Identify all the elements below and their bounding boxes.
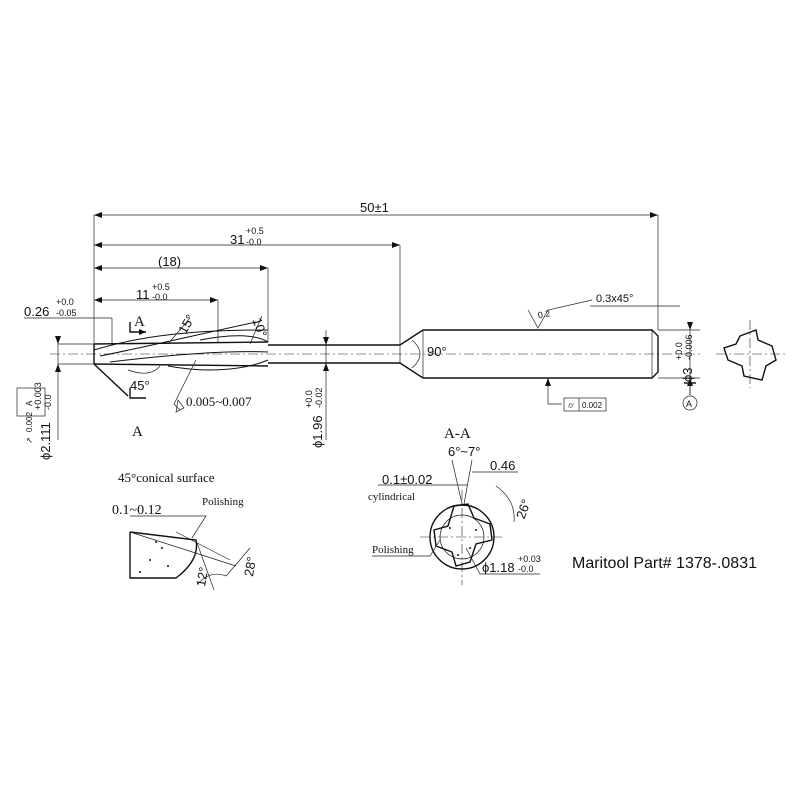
rake-angle-label: 6°~7° [448, 444, 480, 459]
cylindrical-label: cylindrical [368, 491, 415, 503]
section-polishing-label: Polishing [372, 544, 414, 556]
tip-diameter-lower: -0.0 [43, 394, 53, 410]
labels: 50±1 31 +0.5 -0.0 (18) 11 +0.5 -0.0 0.26… [24, 200, 757, 588]
section-mark-top: A [134, 314, 145, 330]
conical-detail-title: 45°conical surface [118, 470, 215, 485]
clearance-arc [495, 485, 515, 523]
transition-angle-arc [411, 339, 421, 369]
transition-angle-label: 90° [427, 344, 447, 359]
reduced-length-label: 11 [136, 287, 150, 302]
conical-detail-lines [129, 531, 237, 591]
tip-offset-upper: +0.0 [56, 297, 74, 307]
roughness-symbol [527, 299, 593, 329]
polishing-leader [180, 515, 207, 539]
neck-diameter-label: ϕ1.96 [310, 415, 325, 448]
section-mark-bottom: A [132, 424, 143, 440]
tool-outline [50, 321, 700, 397]
reference-length-label: (18) [158, 254, 181, 269]
shank-diameter-label: ϕ3 [680, 367, 695, 382]
rake-angle-lines [451, 459, 473, 505]
flute-helix-5 [199, 335, 269, 343]
shank-diameter-lower: -0.006 [684, 334, 694, 360]
cylindricity-symbol-icon: ⌭ [568, 401, 574, 410]
datum-a-circle [682, 395, 698, 411]
flute-length-label: 31 [230, 232, 244, 247]
end-view [716, 320, 786, 388]
reduced-length-upper: +0.5 [152, 282, 170, 292]
neck-diameter-lower: -0.02 [314, 387, 324, 408]
tip-offset-label: 0.26 [24, 304, 49, 319]
roughness-value: 0.2 [537, 308, 551, 320]
dimension-lines [16, 212, 700, 440]
tip-offset-lower: -0.05 [56, 308, 77, 318]
neck-diameter-upper: +0.0 [304, 390, 314, 408]
clearance-angle-label: 26° [513, 497, 534, 521]
conical-polishing-label: Polishing [202, 496, 244, 508]
cylindricity-frame [563, 397, 607, 412]
section-title: A-A [444, 426, 471, 442]
neck-outline [268, 344, 400, 364]
transition-cone [399, 329, 424, 379]
runout-symbol-icon: ↗ [25, 437, 34, 444]
flute-length-upper: +0.5 [246, 226, 264, 236]
tip-diameter-label: ϕ2.111 [38, 422, 53, 460]
clearance-leader [173, 359, 197, 411]
flute-outline [93, 341, 269, 367]
end-view-profile [723, 329, 777, 381]
point-angle-label: 45° [130, 378, 150, 393]
flute-helix-1 [93, 329, 269, 351]
conical-angle-28: 28° [241, 555, 259, 577]
section-polishing-leader [372, 539, 441, 557]
cylindricity-leader [547, 378, 562, 405]
datum-a-label: A [686, 399, 692, 409]
runout-datum: A [25, 400, 34, 406]
helix-10-label: 10° [249, 316, 270, 340]
core-diameter-upper: +0.03 [518, 554, 541, 564]
core-diameter-leader [465, 547, 540, 575]
flute-helix-3 [109, 351, 269, 363]
section-aa [372, 459, 540, 585]
conical-width-label: 0.1~0.12 [112, 503, 162, 518]
conical-detail [129, 515, 251, 591]
shank-outline [423, 329, 659, 379]
core-diameter-label: ϕ1.18 [482, 560, 515, 575]
overall-length-label: 50±1 [360, 200, 389, 215]
point-angle-arc [127, 365, 161, 374]
tip-diameter-upper: +0.003 [33, 382, 43, 410]
margin-label: 0.1±0.02 [382, 472, 433, 487]
reduced-length-lower: -0.0 [152, 292, 168, 302]
flute-helix-2 [99, 321, 257, 357]
margin-dim-lines [378, 471, 518, 486]
conical-detail-arcs [197, 547, 251, 585]
shank-diameter-upper: +0.0 [674, 342, 684, 360]
flute-profile [433, 503, 493, 567]
runout-value: 0.002 [25, 411, 34, 432]
runout-frame [16, 387, 46, 417]
part-number-label: Maritool Part# 1378-.0831 [572, 555, 757, 572]
tip-cone [93, 363, 129, 397]
clearance-note: 0.005~0.007 [186, 394, 252, 409]
conical-angle-12: 12° [193, 566, 211, 588]
flute-helix-4 [167, 359, 269, 371]
flute-length-lower: -0.0 [246, 237, 262, 247]
chamfer-label: 0.3x45° [596, 293, 633, 305]
core-diameter-lower: -0.0 [518, 564, 534, 574]
helix-angle-leaders [167, 315, 263, 345]
land-width-label: 0.46 [490, 458, 515, 473]
cylindricity-value: 0.002 [582, 401, 603, 410]
